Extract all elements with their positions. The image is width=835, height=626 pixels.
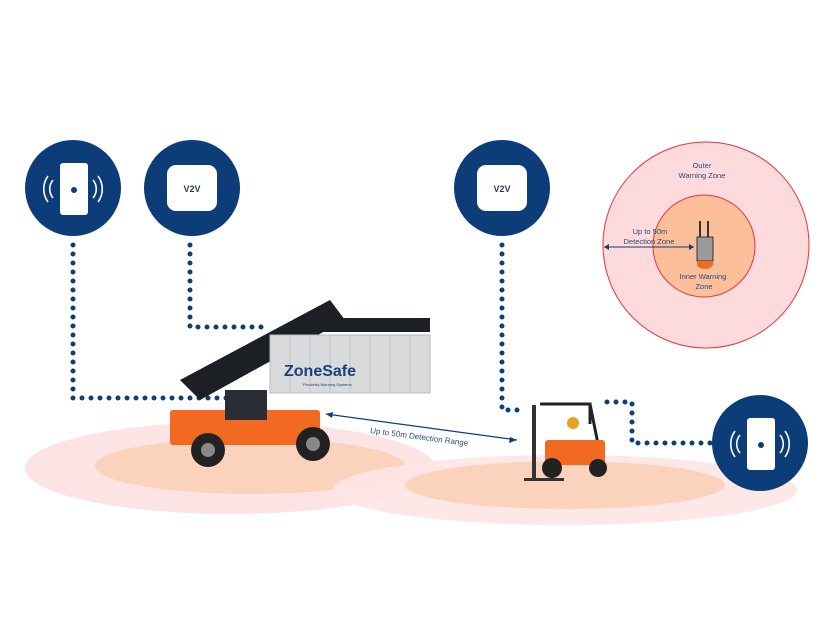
svg-text:Outer Warning Zone: Outer Warning Zone Up to 50m Detection Z… (624, 161, 729, 291)
sensor-tag-icon (25, 140, 121, 236)
reach-stacker: ZoneSafe Proximity Warning Systems (170, 300, 431, 467)
detection-zone-label: Detection Zone (624, 237, 675, 246)
inner-zone-label: Zone (695, 282, 712, 291)
outer-zone-label: Warning Zone (679, 171, 726, 180)
detection-range-arrow (325, 413, 518, 441)
connector-lines (70, 242, 713, 446)
forklift-topview-icon (696, 221, 714, 269)
shipping-container: ZoneSafe Proximity Warning Systems (269, 334, 431, 394)
v2v-label: V2V (183, 184, 200, 194)
detection-zone-label: Up to 50m (633, 227, 668, 236)
container-tagline: Proximity Warning Systems (303, 382, 352, 387)
v2v-device-icon: V2V (144, 140, 240, 236)
outer-zone-label: Outer (693, 161, 712, 170)
v2v-device-icon: V2V (454, 140, 550, 236)
v2v-label: V2V (493, 184, 510, 194)
sensor-tag-icon (712, 395, 808, 491)
container-brand-logo: ZoneSafe (284, 363, 356, 380)
right-inner-zone (405, 461, 725, 509)
inner-zone-label: Inner Warning (680, 272, 727, 281)
forklift (524, 402, 607, 481)
zone-diagram: Outer Warning Zone Up to 50m Detection Z… (602, 141, 810, 349)
